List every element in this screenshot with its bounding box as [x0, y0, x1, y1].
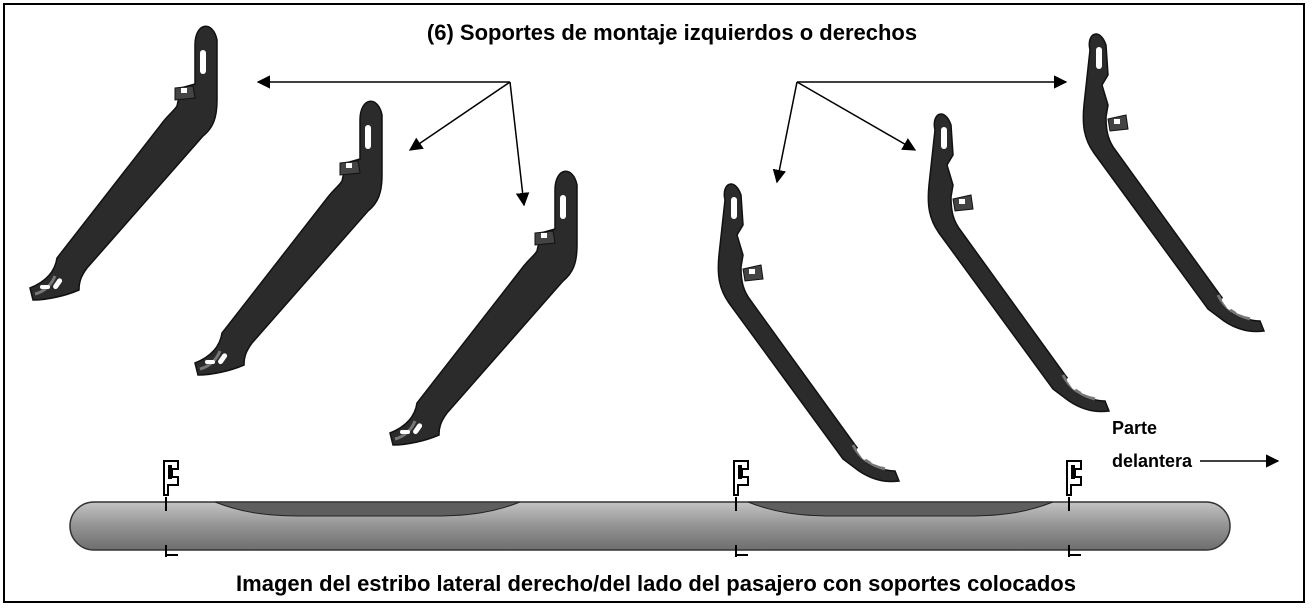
mounting-bracket-5	[926, 112, 1111, 414]
diagram-title: (6) Soportes de montaje izquierdos o der…	[427, 20, 917, 45]
mounting-bracket-3	[388, 169, 579, 447]
step-pad-right	[747, 501, 1054, 517]
side-step-bar	[69, 501, 1231, 551]
mounting-bracket-6	[1081, 32, 1266, 334]
mounting-bracket-2	[193, 99, 384, 377]
pointer-arrows-left	[256, 75, 530, 207]
front-label-line1: Parte	[1112, 418, 1157, 438]
mounting-bracket-4	[716, 182, 901, 484]
diagram-caption: Imagen del estribo lateral derecho/del l…	[236, 571, 1076, 596]
front-label-line2: delantera	[1112, 451, 1193, 471]
mounting-bracket-1	[28, 24, 219, 302]
step-pad-left	[214, 501, 521, 517]
pointer-arrows-right	[772, 75, 1068, 184]
